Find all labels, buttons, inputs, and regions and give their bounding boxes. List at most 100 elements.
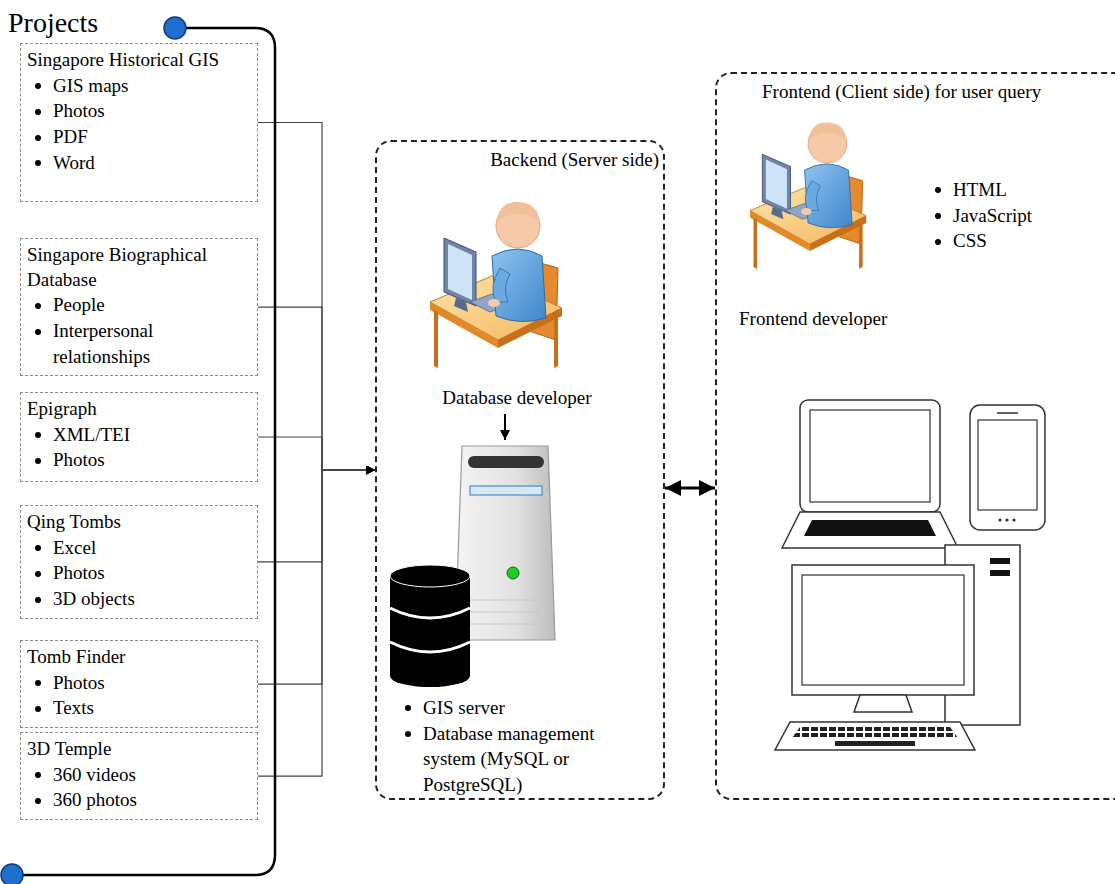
database-icon-part: [390, 565, 470, 587]
down-arrow: [504, 414, 506, 440]
bullet-item: CSS: [927, 228, 1097, 254]
laptop-icon: [782, 400, 958, 548]
bullet-text: Photos: [53, 672, 105, 693]
bullet-text: CSS: [953, 230, 987, 251]
bracket-dot: [1, 864, 23, 884]
bracket-line: [12, 28, 275, 875]
phone-icon-part: [998, 518, 1001, 521]
text-block: Backend (Server side): [457, 148, 659, 173]
bullet-text: Photos: [53, 100, 105, 121]
frontend-developer-icon: [750, 122, 866, 268]
bullet-text: GIS maps: [53, 75, 128, 96]
phone-icon-part: [978, 420, 1037, 510]
bullet-item: Interpersonal relationships: [27, 318, 251, 369]
bullet-dot: [35, 303, 41, 309]
bullet-item: 360 photos: [27, 787, 251, 813]
text-block: GIS serverDatabase management system (My…: [397, 695, 645, 798]
database-developer-icon: [430, 202, 562, 368]
bullet-item: PDF: [27, 124, 251, 150]
bullet-item: GIS server: [397, 695, 645, 721]
bullet-dot: [35, 798, 41, 804]
project-box: Tomb FinderPhotosTexts: [20, 640, 258, 728]
database-icon-part: [390, 576, 470, 676]
bullet-dot: [405, 705, 411, 711]
desktop-computer-icon-part: [835, 741, 915, 746]
project-box: 3D Temple360 videos360 photos: [20, 732, 258, 820]
server-icon-part: [460, 612, 550, 613]
heading: Singapore Biographical Database: [27, 243, 251, 292]
heading: Tomb Finder: [27, 645, 251, 670]
server-icon-part: [470, 486, 542, 495]
database-icon-part: [390, 642, 470, 652]
bullet-dot: [35, 83, 41, 89]
project-box: Qing TombsExcelPhotos 3D objects: [20, 505, 258, 619]
bullet-text: XML/TEI: [53, 424, 130, 445]
bullet-item: Photos: [27, 670, 251, 696]
backend-panel: Backend (Server side) Database developerG…: [375, 140, 665, 800]
bullet-dot: [35, 571, 41, 577]
label-text: Frontend developer: [739, 307, 959, 332]
bullet-dot: [35, 109, 41, 115]
bullet-dot: [35, 432, 41, 438]
heading: Projects: [8, 6, 168, 40]
project-box: Singapore Biographical DatabasePeopleInt…: [20, 238, 258, 376]
project-box: EpigraphXML/TEIPhotos: [20, 392, 258, 482]
bullet-dot: [35, 772, 41, 778]
server-icon-part: [460, 624, 550, 625]
desktop-computer-icon-part: [990, 558, 1010, 564]
bullet-dot: [35, 458, 41, 464]
bullet-item: 3D objects: [27, 586, 251, 612]
projects-group: ProjectsSingapore Historical GISGIS maps…: [0, 0, 290, 884]
bullet-text: Photos: [53, 562, 105, 583]
heading: Qing Tombs: [27, 510, 251, 535]
heading: Singapore Historical GIS: [27, 48, 251, 73]
text-block: Database developer: [407, 386, 627, 411]
phone-icon: [970, 405, 1045, 530]
bullet-dot: [405, 731, 411, 737]
desktop-computer-icon-part: [854, 695, 912, 712]
bullet-dot: [35, 329, 41, 335]
bullet-item: Photos: [27, 560, 251, 586]
bullet-text: 360 photos: [53, 789, 137, 810]
desktop-computer-icon: [775, 545, 1020, 750]
bullet-item: Texts: [27, 695, 251, 721]
heading: 3D Temple: [27, 737, 251, 762]
bullet-item: Photos: [27, 98, 251, 124]
label-text: Database developer: [407, 386, 627, 411]
bullet-text: Excel: [53, 537, 96, 558]
laptop-icon-part: [804, 520, 936, 536]
bullet-dot: [35, 545, 41, 551]
server-icon-part: [507, 567, 519, 579]
project-box: Singapore Historical GISGIS mapsPhotosPD…: [20, 43, 258, 202]
text-block: Frontend (Client side) for user query: [762, 80, 1115, 105]
laptop-icon-part: [810, 410, 930, 502]
bullet-text: 3D objects: [53, 588, 135, 609]
phone-icon-part: [1005, 518, 1008, 521]
bullet-item: 360 videos: [27, 762, 251, 788]
laptop-icon-part: [800, 400, 940, 512]
frontend-panel: Frontend (Client side) for user queryHTM…: [715, 72, 1115, 800]
bullet-item: GIS maps: [27, 73, 251, 99]
bullet-item: People: [27, 292, 251, 318]
bullet-text: HTML: [953, 179, 1007, 200]
database-icon: [390, 565, 470, 687]
desktop-computer-icon-part: [792, 727, 958, 738]
bullet-dot: [935, 187, 941, 193]
database-icon-part: [390, 665, 470, 687]
bullet-text: PDF: [53, 126, 88, 147]
server-icon-part: [468, 456, 544, 468]
bullet-item: Excel: [27, 535, 251, 561]
desktop-computer-icon-part: [775, 722, 975, 750]
bullet-text: Word: [53, 152, 95, 173]
desktop-computer-icon-part: [802, 575, 964, 685]
bullet-item: Word: [27, 150, 251, 176]
bullet-text: Photos: [53, 449, 105, 470]
text-block: HTMLJavaScriptCSS: [927, 177, 1097, 254]
bullet-dot: [35, 706, 41, 712]
bullet-text: Database management system (MySQL or Pos…: [423, 723, 594, 795]
bullet-item: Database management system (MySQL or Pos…: [397, 721, 645, 798]
heading: Backend (Server side): [457, 148, 659, 173]
text-block: Projects: [8, 6, 168, 40]
database-icon-part: [390, 608, 470, 618]
